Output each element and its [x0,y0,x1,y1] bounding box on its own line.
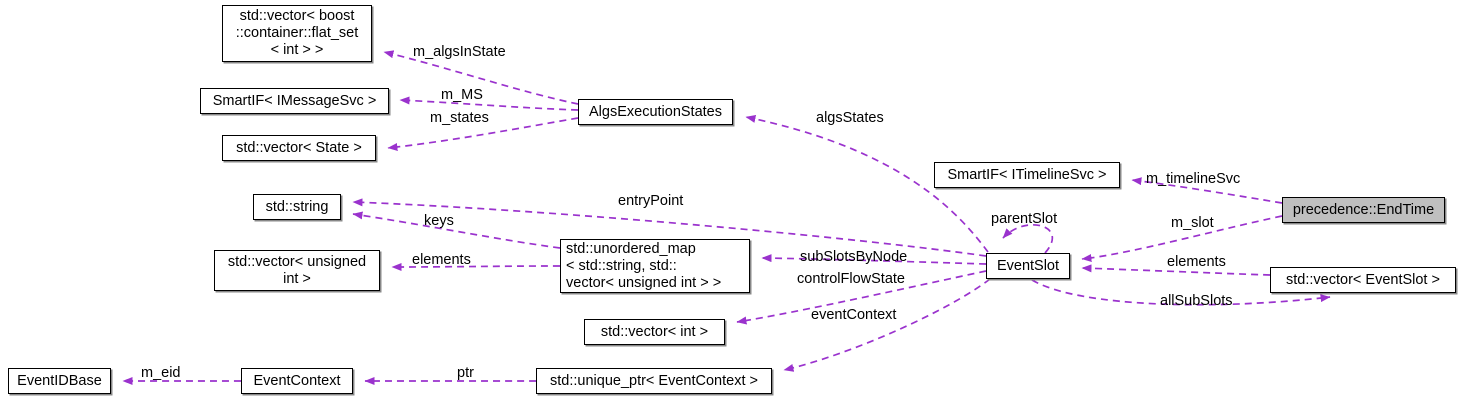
edge-entryPoint [352,198,987,257]
edge-label-elements_left: elements [412,252,471,268]
node-vec_uint[interactable]: std::vector< unsigned int > [214,250,380,291]
edge-m_timelineSvc [1131,177,1283,204]
node-vec_flatset[interactable]: std::vector< boost ::container::flat_set… [222,5,372,62]
edge-label-algsStates: algsStates [816,110,884,126]
node-eventslot[interactable]: EventSlot [986,253,1070,279]
edge-m_MS [399,96,579,111]
edge-m_states [387,117,579,151]
edge-label-m_MS: m_MS [441,87,483,103]
edge-m_slot [1081,215,1283,262]
node-algsexecutionstates[interactable]: AlgsExecutionStates [578,99,733,125]
edge-subSlotsByNode [761,254,987,265]
edge-label-m_algsInState: m_algsInState [413,44,506,60]
node-precedence_endtime[interactable]: precedence::EndTime [1282,197,1445,223]
edge-m_algsInState [383,50,579,105]
node-std_string[interactable]: std::string [253,194,341,220]
edge-label-m_states: m_states [430,110,489,126]
edge-label-entryPoint: entryPoint [618,193,684,209]
node-smartif_itimelinesvc[interactable]: SmartIF< ITimelineSvc > [934,162,1120,188]
edge-label-controlFlowState: controlFlowState [797,271,905,287]
edge-label-ptr: ptr [457,365,474,381]
node-vec_int[interactable]: std::vector< int > [584,319,725,345]
edge-algsStates [745,115,989,253]
edge-allSubSlots [1031,279,1331,306]
edge-label-m_timelineSvc: m_timelineSvc [1146,171,1241,187]
edge-label-eventContext: eventContext [811,307,897,323]
edge-controlFlowState [736,270,987,325]
node-unique_ptr_eventcontext[interactable]: std::unique_ptr< EventContext > [536,368,772,394]
node-vec_state[interactable]: std::vector< State > [222,135,376,161]
node-vec_eventslot[interactable]: std::vector< EventSlot > [1270,267,1456,293]
edge-label-keys: keys [424,213,454,229]
node-eventcontext[interactable]: EventContext [241,368,353,394]
edge-label-elements_right: elements [1167,254,1226,270]
edge-label-m_slot: m_slot [1171,215,1214,231]
node-eventidbase[interactable]: EventIDBase [8,368,111,394]
edge-elements-left [391,262,561,271]
edge-label-subSlotsByNode: subSlotsByNode [800,249,908,265]
node-unordered_map[interactable]: std::unordered_map < std::string, std:: … [560,239,750,293]
edge-label-parentSlot: parentSlot [991,211,1058,227]
edge-parentSlot [1002,223,1054,254]
edge-label-allSubSlots: allSubSlots [1160,293,1233,309]
node-smartif_imessagesvc[interactable]: SmartIF< IMessageSvc > [200,88,389,114]
edge-label-m_eid: m_eid [141,365,181,381]
edge-keys [352,211,561,249]
